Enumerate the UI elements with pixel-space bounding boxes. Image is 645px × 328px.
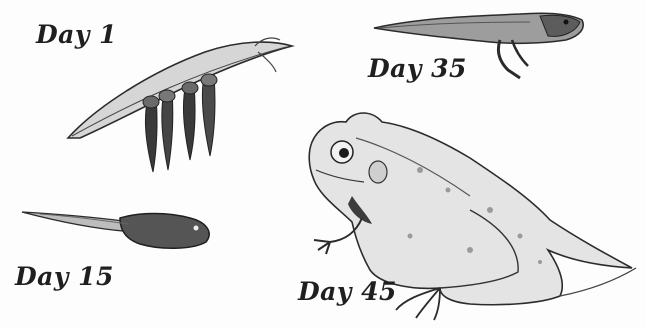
day-1-label: Day 1 [36, 20, 117, 49]
day-35-label: Day 35 [368, 54, 467, 83]
eggs-on-leaf-icon [68, 38, 292, 172]
day-45-label: Day 45 [298, 277, 397, 306]
day-15-label: Day 15 [15, 262, 114, 291]
tadpole-icon [22, 212, 209, 248]
